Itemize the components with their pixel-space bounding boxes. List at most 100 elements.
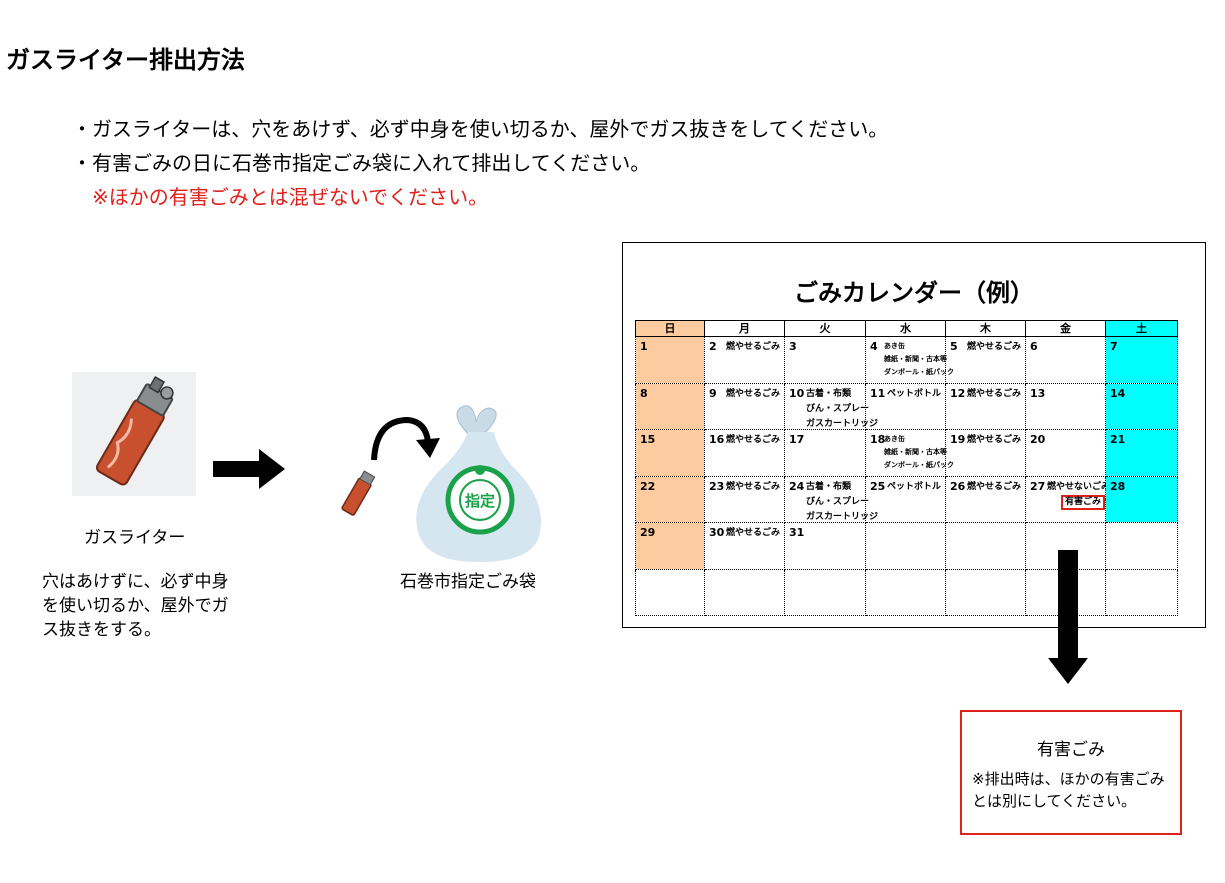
day-number: 22	[640, 479, 656, 493]
collection-item: ペットボトル	[887, 481, 942, 492]
hazard-waste-highlight: 有害ごみ	[1061, 494, 1106, 510]
collection-item: 雑紙・新聞・古本等	[884, 448, 947, 456]
calendar-day-cell	[865, 522, 946, 570]
calendar-day-cell	[784, 568, 866, 616]
day-number: 23	[709, 479, 725, 493]
collection-item: ダンボール・紙パック	[884, 368, 954, 376]
collection-item: ペットボトル	[887, 388, 942, 399]
weekday-header: 土	[1105, 320, 1178, 337]
collection-item: ガスカートリッジ	[806, 511, 879, 522]
day-number: 25	[870, 479, 886, 493]
collection-events: 燃やせるごみ	[726, 387, 780, 402]
day-number: 2	[709, 340, 717, 353]
calendar-day-cell	[1105, 522, 1178, 570]
collection-item: 燃やせるごみ	[967, 435, 1022, 445]
day-number: 19	[950, 433, 966, 446]
day-number: 18	[870, 433, 886, 446]
calendar-day-cell: 14	[1105, 382, 1178, 430]
collection-item: 燃やせるごみ	[967, 481, 1022, 492]
collection-events: 燃やせるごみ	[967, 433, 1021, 448]
collection-events: あき缶雑紙・新聞・古本等ダンボール・紙パック	[884, 433, 954, 472]
calendar-day-cell: 2 燃やせるごみ	[704, 336, 785, 384]
collection-item: 燃やせるごみ	[726, 481, 781, 492]
page-title: ガスライター排出方法	[6, 46, 246, 74]
hazard-title: 有害ごみ	[1037, 740, 1105, 760]
day-number: 27	[1030, 479, 1046, 493]
collection-events: あき缶雑紙・新聞・古本等ダンボール・紙パック	[884, 340, 954, 379]
day-number: 11	[870, 386, 886, 400]
instruction-line-2: ・有害ごみの日に石巻市指定ごみ袋に入れて排出してください。	[72, 151, 651, 175]
collection-events: 古着・布類びん・スプレーガスカートリッジ	[806, 387, 878, 432]
calendar-day-cell: 31	[784, 522, 866, 570]
hazard-note: ※排出時は、ほかの有害ごみとは別にしてください。	[972, 770, 1165, 810]
day-number: 3	[789, 340, 797, 353]
day-number: 20	[1030, 433, 1046, 446]
bag-stamp: 指定	[465, 492, 495, 510]
collection-item: ダンボール・紙パック	[884, 461, 954, 469]
calendar-week-row	[635, 568, 1178, 616]
lighter-icon	[72, 372, 196, 496]
collection-item: 雑紙・新聞・古本等	[884, 355, 947, 363]
calendar-day-cell: 1	[635, 336, 705, 384]
calendar-day-cell: 29	[635, 522, 705, 570]
day-number: 31	[789, 526, 805, 539]
lighter-icon	[333, 467, 383, 525]
calendar-day-cell	[1105, 568, 1178, 616]
calendar-day-cell: 8	[635, 382, 705, 430]
arrow-down-icon	[1048, 550, 1088, 688]
curved-arrow-icon	[366, 414, 442, 468]
calendar-day-cell: 3	[784, 336, 866, 384]
collection-events: 燃やせるごみ	[726, 340, 780, 355]
calendar-day-cell: 22	[635, 475, 705, 523]
collection-events: 燃やせるごみ	[967, 387, 1021, 402]
calendar-day-cell: 27燃やせないごみ有害ごみ金属	[1025, 475, 1123, 523]
weekday-header: 木	[945, 320, 1026, 337]
collection-item: びん・スプレー	[806, 403, 870, 414]
day-number: 7	[1110, 340, 1118, 353]
lighter-note: 穴はあけずに、必ず中身を使い切るか、屋外でガス抜きをする。	[42, 572, 229, 640]
day-number: 21	[1110, 433, 1126, 446]
weekday-header: 日	[635, 320, 705, 337]
day-number: 16	[709, 433, 725, 446]
collection-events: 燃やせるごみ	[726, 526, 780, 541]
calendar-day-cell	[704, 568, 785, 616]
collection-item: 古着・布類	[806, 481, 852, 492]
collection-item: 燃やせるごみ	[726, 388, 781, 399]
collection-item: 燃やせるごみ	[967, 342, 1022, 352]
day-number: 14	[1110, 386, 1126, 400]
day-number: 26	[950, 479, 966, 493]
collection-item: 燃やせるごみ	[726, 435, 781, 445]
collection-events: 燃やせるごみ	[967, 480, 1021, 495]
day-number: 12	[950, 386, 966, 400]
calendar-day-cell	[635, 568, 705, 616]
calendar-day-cell: 20	[1025, 429, 1106, 477]
weekday-header: 水	[865, 320, 946, 337]
collection-item: ガスカートリッジ	[806, 418, 879, 429]
collection-events: ペットボトル	[887, 387, 941, 402]
calendar-title: ごみカレンダー（例）	[794, 279, 1034, 307]
day-number: 17	[789, 433, 805, 446]
weekday-header: 金	[1025, 320, 1106, 337]
collection-item: 燃やせるごみ	[967, 388, 1022, 399]
hazard-panel	[960, 710, 1182, 835]
day-number: 30	[709, 526, 725, 539]
day-number: 28	[1110, 479, 1126, 493]
calendar-frame	[622, 242, 1206, 628]
day-number: 29	[640, 526, 656, 539]
weekday-header: 火	[784, 320, 866, 337]
collection-events: 燃やせるごみ	[726, 480, 780, 495]
